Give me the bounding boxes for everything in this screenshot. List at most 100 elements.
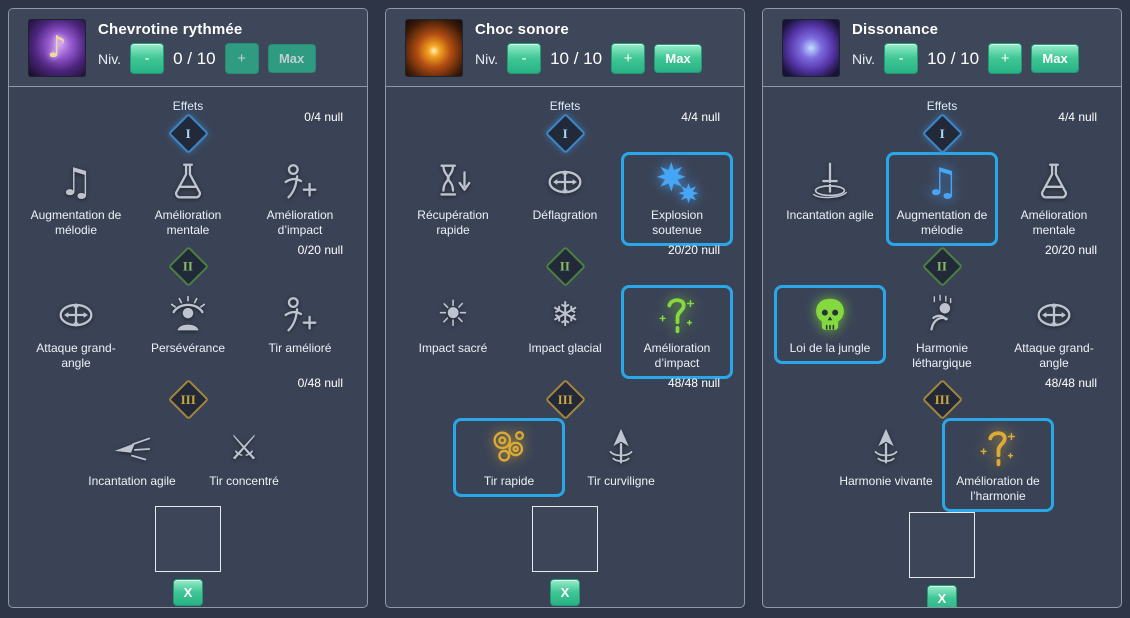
skill-attaque-grand-angle[interactable]: Attaque grand-angle bbox=[20, 285, 132, 379]
skill-portrait bbox=[783, 19, 839, 76]
crosshair-icon bbox=[53, 291, 99, 339]
dash-streaks-icon bbox=[109, 424, 155, 472]
level-max-button[interactable]: Max bbox=[1031, 44, 1080, 73]
tier-I-badge: I bbox=[167, 112, 209, 154]
tier-II-badge: II bbox=[544, 245, 586, 287]
skill-attaque-grand-angle[interactable]: Attaque grand-angle bbox=[998, 285, 1110, 379]
skill-augmentation-de-melodie[interactable]: ♫Augmentation de mélodie bbox=[20, 152, 132, 246]
tier-II-badge: II bbox=[921, 245, 963, 287]
skills-row: Loi de la jungle Harmonie léthargique Atta… bbox=[763, 285, 1121, 379]
portrait-glyph bbox=[783, 20, 839, 76]
panel-footer: X bbox=[9, 506, 367, 607]
skill-impact-glacial[interactable]: ❄Impact glacial bbox=[509, 285, 621, 364]
level-minus-button[interactable]: - bbox=[130, 43, 165, 74]
sun-icon: ☀ bbox=[436, 294, 470, 335]
bust-rays-icon bbox=[165, 291, 211, 339]
skill-tir-rapide[interactable]: Tir rapide bbox=[453, 418, 565, 497]
skill-tir-ameliore[interactable]: Tir amélioré bbox=[244, 285, 356, 364]
skill-title: Chevrotine rythmée bbox=[98, 21, 243, 38]
skill-amelioration-d-impact[interactable]: Amélioration d’impact bbox=[244, 152, 356, 246]
facepalm-icon bbox=[919, 291, 965, 339]
skill-title: Dissonance bbox=[852, 21, 939, 38]
skill-harmonie-lethargique[interactable]: Harmonie léthargique bbox=[886, 285, 998, 379]
level-minus-button[interactable]: - bbox=[884, 43, 919, 74]
skill-amelioration-d-impact[interactable]: Amélioration d’impact bbox=[621, 285, 733, 379]
skill-label: Harmonie vivante bbox=[839, 474, 933, 488]
level-plus-button[interactable]: + bbox=[611, 43, 646, 74]
skill-label: Amélioration d’impact bbox=[643, 341, 711, 370]
level-value: 10 / 10 bbox=[550, 48, 603, 68]
close-button[interactable]: X bbox=[173, 579, 203, 606]
empty-slot[interactable] bbox=[155, 506, 221, 572]
snowflake-icon: ❄ bbox=[550, 295, 580, 335]
empty-slot[interactable] bbox=[909, 512, 975, 578]
skill-harmonie-vivante[interactable]: Harmonie vivante bbox=[830, 418, 942, 497]
level-max-button[interactable]: Max bbox=[654, 44, 703, 73]
tier-count: 20/20 null bbox=[1044, 243, 1097, 257]
skill-label: Attaque grand-angle bbox=[36, 341, 116, 370]
skill-label: Incantation agile bbox=[88, 474, 176, 488]
skill-label: Augmentation de mélodie bbox=[896, 208, 988, 237]
level-max-button[interactable]: Max bbox=[267, 44, 316, 73]
tier-count: 0/48 null bbox=[297, 376, 343, 390]
level-plus-button[interactable]: + bbox=[988, 43, 1023, 74]
effects-title: Effets bbox=[172, 99, 204, 113]
skill-label: Amélioration mentale bbox=[1020, 208, 1088, 237]
skill-recuperation-rapide[interactable]: Récupération rapide bbox=[397, 152, 509, 246]
portrait-glyph: ♪ bbox=[47, 30, 67, 65]
spear-icon bbox=[863, 424, 909, 472]
skill-deflagration[interactable]: Déflagration bbox=[509, 152, 621, 231]
skills-row: Incantation agile ⚔Tir concentré bbox=[9, 418, 367, 506]
close-button[interactable]: X bbox=[550, 579, 580, 606]
skill-label: Tir rapide bbox=[483, 474, 535, 488]
skill-amelioration-mentale[interactable]: Amélioration mentale bbox=[132, 152, 244, 246]
skill-explosion-soutenue[interactable]: Explosion soutenue bbox=[621, 152, 733, 246]
skill-loi-de-la-jungle[interactable]: Loi de la jungle bbox=[774, 285, 886, 364]
empty-slot[interactable] bbox=[532, 506, 598, 572]
skill-impact-sacre[interactable]: ☀Impact sacré bbox=[397, 285, 509, 364]
skill-portrait: ♪ bbox=[29, 19, 85, 76]
tier-III-badge: III bbox=[544, 378, 586, 420]
figure-plus-icon bbox=[277, 158, 323, 206]
music-notes-icon: ♫ bbox=[924, 160, 960, 204]
tier-count: 4/4 null bbox=[681, 110, 720, 124]
skill-tir-curviligne[interactable]: Tir curviligne bbox=[565, 418, 677, 497]
skills-row: Harmonie vivante Amélioration de l’harmon… bbox=[763, 418, 1121, 512]
tier-III-badge: III bbox=[921, 378, 963, 420]
skill-incantation-agile[interactable]: Incantation agile bbox=[76, 418, 188, 497]
skill-label: Loi de la jungle bbox=[789, 341, 871, 355]
level-value: 10 / 10 bbox=[927, 48, 980, 68]
skill-perseverance[interactable]: Persévérance bbox=[132, 285, 244, 364]
crosshair-icon bbox=[542, 158, 588, 206]
skill-title: Choc sonore bbox=[475, 21, 569, 38]
skill-amelioration-de-l-harmonie[interactable]: Amélioration de l’harmonie bbox=[942, 418, 1054, 512]
skill-label: Déflagration bbox=[532, 208, 598, 222]
skill-tir-concentre[interactable]: ⚔Tir concentré bbox=[188, 418, 300, 497]
level-plus-button[interactable]: + bbox=[224, 43, 259, 74]
skill-amelioration-mentale[interactable]: Amélioration mentale bbox=[998, 152, 1110, 246]
skill-portrait bbox=[406, 19, 462, 76]
portrait-glyph bbox=[406, 20, 462, 76]
skill-label: Persévérance bbox=[150, 341, 226, 355]
level-label: Niv. bbox=[98, 50, 122, 67]
skill-label: Harmonie léthargique bbox=[912, 341, 972, 370]
panel-footer: X bbox=[386, 506, 744, 607]
close-button[interactable]: X bbox=[927, 585, 957, 607]
skill-incantation-agile[interactable]: Incantation agile bbox=[774, 152, 886, 231]
level-controls: Niv.-10 / 10+Max bbox=[475, 43, 703, 74]
tier-count: 20/20 null bbox=[667, 243, 720, 257]
skill-label: Augmentation de mélodie bbox=[30, 208, 122, 237]
level-minus-button[interactable]: - bbox=[507, 43, 542, 74]
level-controls: Niv.-10 / 10+Max bbox=[852, 43, 1080, 74]
skills-row: Incantation agile ♫ Augmentation de mélodi… bbox=[763, 152, 1121, 246]
flask-icon bbox=[165, 158, 211, 206]
skill-augmentation-de-melodie[interactable]: ♫ Augmentation de mélodie bbox=[886, 152, 998, 246]
